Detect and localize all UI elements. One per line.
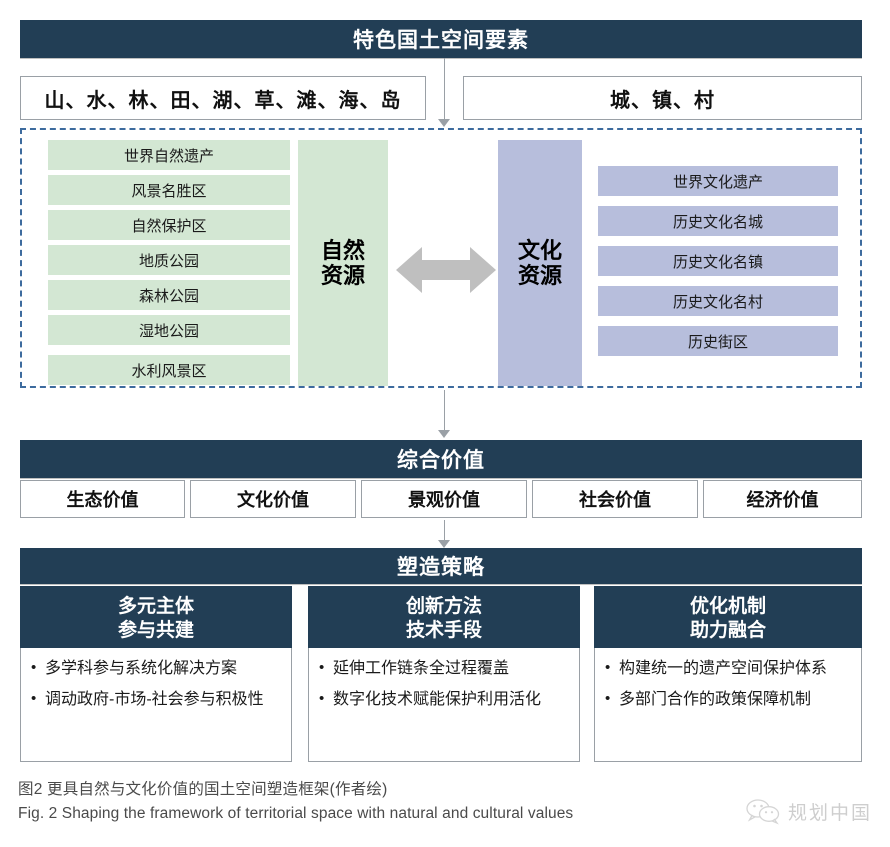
cultural-resource-item: 历史街区 [598, 326, 838, 356]
connector-line-value-to-strategy [444, 520, 445, 542]
watermark: 规划中国 [746, 798, 872, 825]
cultural-resource-item: 历史文化名村 [598, 286, 838, 316]
natural-resource-item: 世界自然遗产 [48, 140, 290, 170]
natural-resource-item: 自然保护区 [48, 210, 290, 240]
element-box-natural: 山、水、林、田、湖、草、滩、海、岛 [20, 76, 426, 120]
strategy-card-header-line2: 助力融合 [689, 619, 766, 641]
natural-resource-item: 森林公园 [48, 280, 290, 310]
strategy-bullet: 多学科参与系统化解决方案 [31, 657, 283, 681]
value-box-economic: 经济价值 [703, 480, 862, 518]
strategy-card: 优化机制 助力融合 构建统一的遗产空间保护体系 多部门合作的政策保障机制 [594, 586, 862, 762]
strategy-card-header-line1: 多元主体 [117, 596, 194, 617]
natural-resource-column-line2: 资源 [320, 263, 365, 288]
double-headed-arrow-icon [396, 247, 496, 293]
strategy-card-header: 优化机制 助力融合 [594, 586, 862, 648]
figure-caption: 图2 更具自然与文化价值的国土空间塑造框架(作者绘) Fig. 2 Shapin… [18, 778, 718, 826]
natural-resource-item: 湿地公园 [48, 315, 290, 345]
natural-resource-item: 地质公园 [48, 245, 290, 275]
value-box-landscape: 景观价值 [361, 480, 527, 518]
strategy-card: 多元主体 参与共建 多学科参与系统化解决方案 调动政府-市场-社会参与积极性 [20, 586, 292, 762]
value-box-cultural: 文化价值 [190, 480, 356, 518]
cultural-resource-item: 历史文化名城 [598, 206, 838, 236]
strategy-bullet: 构建统一的遗产空间保护体系 [605, 657, 853, 681]
element-box-urban: 城、镇、村 [463, 76, 862, 120]
strategy-card-header: 创新方法 技术手段 [308, 586, 580, 648]
cultural-resource-item: 历史文化名镇 [598, 246, 838, 276]
strategy-card-header-line1: 创新方法 [405, 596, 482, 617]
connector-arrowhead-title-to-resources [438, 119, 450, 127]
strategy-bullet: 延伸工作链条全过程覆盖 [319, 657, 571, 681]
connector-line-resources-to-value [444, 390, 445, 433]
value-title-bar: 综合价值 [20, 440, 862, 478]
strategy-card-body: 延伸工作链条全过程覆盖 数字化技术赋能保护利用活化 [308, 648, 580, 762]
figure-title-bar: 特色国土空间要素 [20, 20, 862, 58]
caption-english: Fig. 2 Shaping the framework of territor… [18, 805, 574, 823]
watermark-text: 规划中国 [787, 803, 872, 824]
strategy-card: 创新方法 技术手段 延伸工作链条全过程覆盖 数字化技术赋能保护利用活化 [308, 586, 580, 762]
strategy-bullet: 数字化技术赋能保护利用活化 [319, 688, 571, 712]
strategy-bullet: 调动政府-市场-社会参与积极性 [31, 688, 283, 712]
strategy-card-header-line2: 参与共建 [117, 619, 194, 641]
value-box-ecological: 生态价值 [20, 480, 185, 518]
cultural-resource-column: 文化 资源 [498, 140, 582, 386]
strategy-card-header-line2: 技术手段 [405, 619, 482, 641]
strategy-title-bar: 塑造策略 [20, 548, 862, 584]
strategy-card-header-line1: 优化机制 [689, 596, 766, 617]
natural-resource-column: 自然 资源 [298, 140, 388, 386]
strategy-card-header: 多元主体 参与共建 [20, 586, 292, 648]
connector-line-title-to-resources [444, 58, 445, 120]
natural-resource-column-line1: 自然 [320, 237, 365, 263]
wechat-icon [746, 798, 780, 824]
strategy-card-body: 多学科参与系统化解决方案 调动政府-市场-社会参与积极性 [20, 648, 292, 762]
connector-arrowhead-value-to-strategy [438, 540, 450, 548]
caption-chinese: 图2 更具自然与文化价值的国土空间塑造框架(作者绘) [18, 781, 388, 798]
strategy-card-body: 构建统一的遗产空间保护体系 多部门合作的政策保障机制 [594, 648, 862, 762]
natural-resource-item: 水利风景区 [48, 355, 290, 385]
strategy-bullet: 多部门合作的政策保障机制 [605, 688, 853, 712]
cultural-resource-item: 世界文化遗产 [598, 166, 838, 196]
value-box-social: 社会价值 [532, 480, 698, 518]
connector-arrowhead-resources-to-value [438, 430, 450, 438]
natural-resource-item: 风景名胜区 [48, 175, 290, 205]
cultural-resource-column-line1: 文化 [517, 237, 562, 263]
cultural-resource-column-line2: 资源 [517, 263, 562, 288]
